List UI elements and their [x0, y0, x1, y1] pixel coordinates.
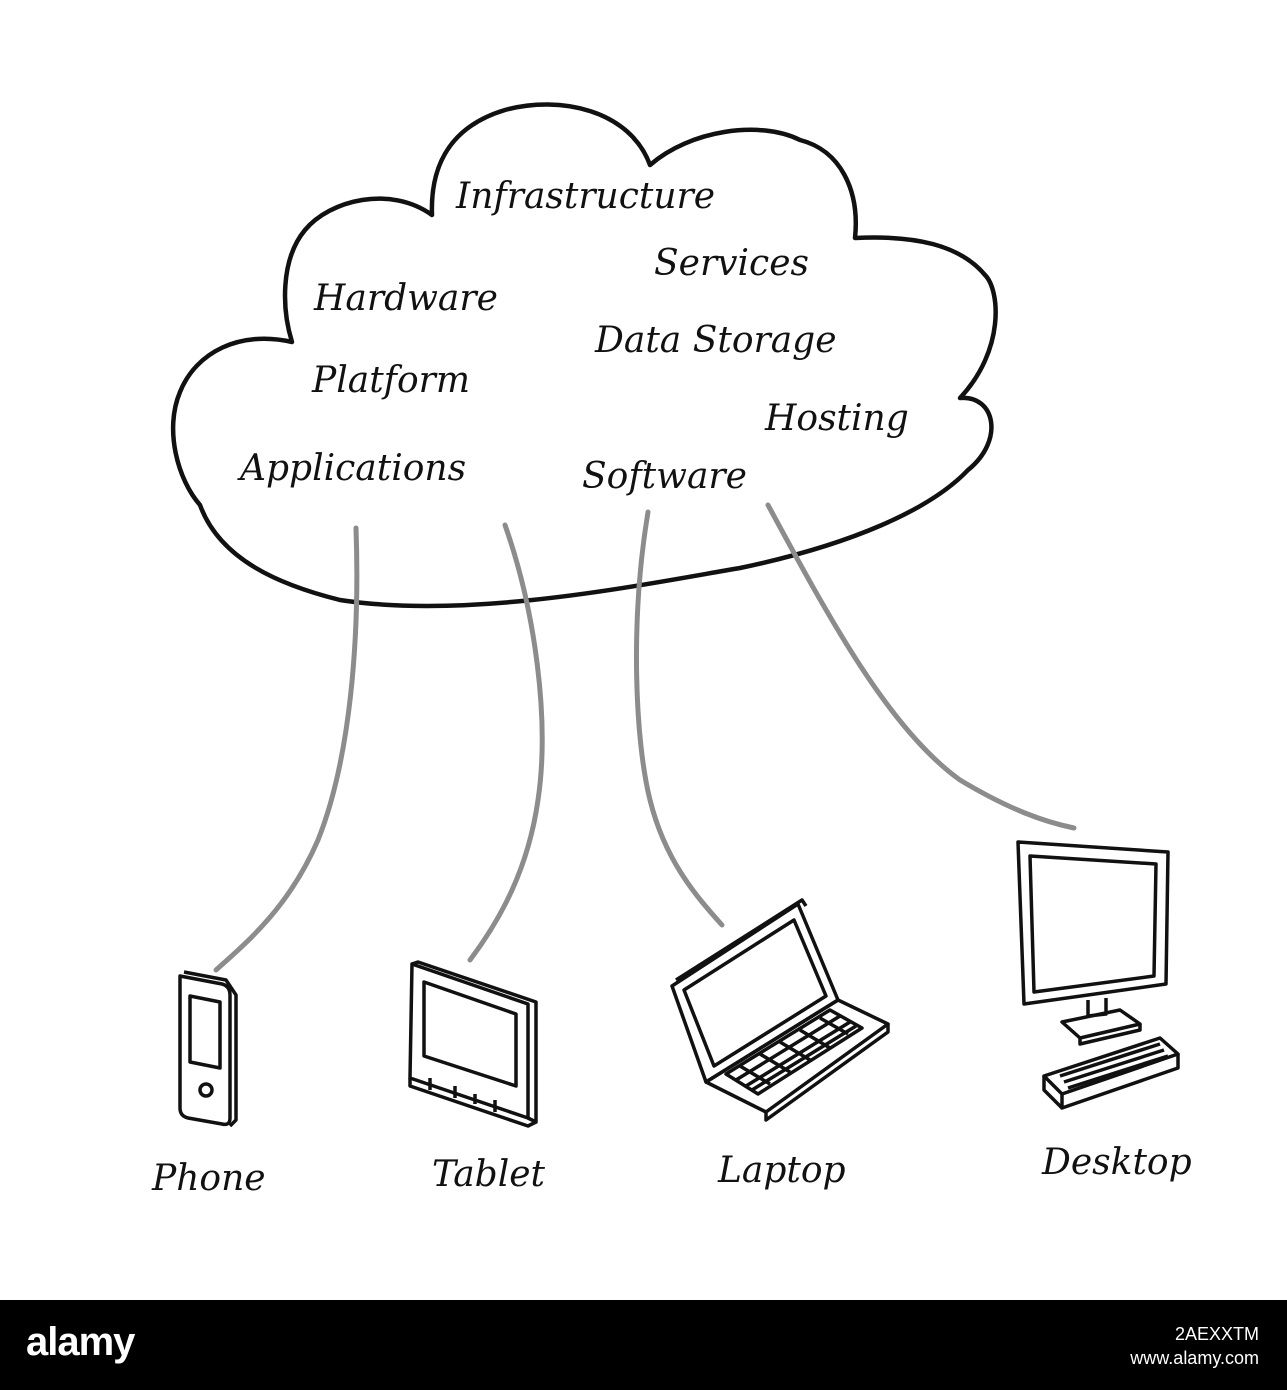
connector-desktop	[765, 502, 1077, 831]
tablet-icon	[408, 960, 538, 1128]
site-url: www.alamy.com	[1130, 1348, 1259, 1368]
label-phone: Phone	[151, 1158, 266, 1199]
desktop-icon	[1016, 840, 1180, 1110]
diagram-canvas: Infrastructure Services Hardware Data St…	[151, 102, 1192, 1199]
image-id: 2AEXXTM	[1174, 1324, 1259, 1344]
image-reference: 2AEXXTM www.alamy.com	[1130, 1322, 1259, 1370]
term-services: Services	[654, 243, 809, 284]
cloud-shape	[170, 102, 998, 609]
label-tablet: Tablet	[432, 1154, 546, 1195]
watermark-footer: alamy 2AEXXTM www.alamy.com	[0, 1300, 1287, 1390]
cloud-computing-diagram: Infrastructure Services Hardware Data St…	[151, 102, 1192, 1199]
term-applications: Applications	[237, 448, 466, 489]
label-laptop: Laptop	[717, 1150, 846, 1191]
connector-tablet	[467, 522, 545, 963]
term-hardware: Hardware	[313, 278, 498, 319]
connector-phone	[213, 525, 360, 973]
term-infrastructure: Infrastructure	[455, 176, 715, 217]
brand-logo: alamy	[26, 1320, 135, 1364]
phone-icon	[178, 970, 238, 1128]
label-desktop: Desktop	[1041, 1142, 1192, 1183]
laptop-icon	[670, 898, 890, 1122]
connector-laptop	[633, 509, 725, 928]
term-data-storage: Data Storage	[594, 320, 837, 361]
term-software: Software	[582, 456, 747, 497]
term-platform: Platform	[311, 360, 470, 401]
term-hosting: Hosting	[764, 398, 909, 439]
